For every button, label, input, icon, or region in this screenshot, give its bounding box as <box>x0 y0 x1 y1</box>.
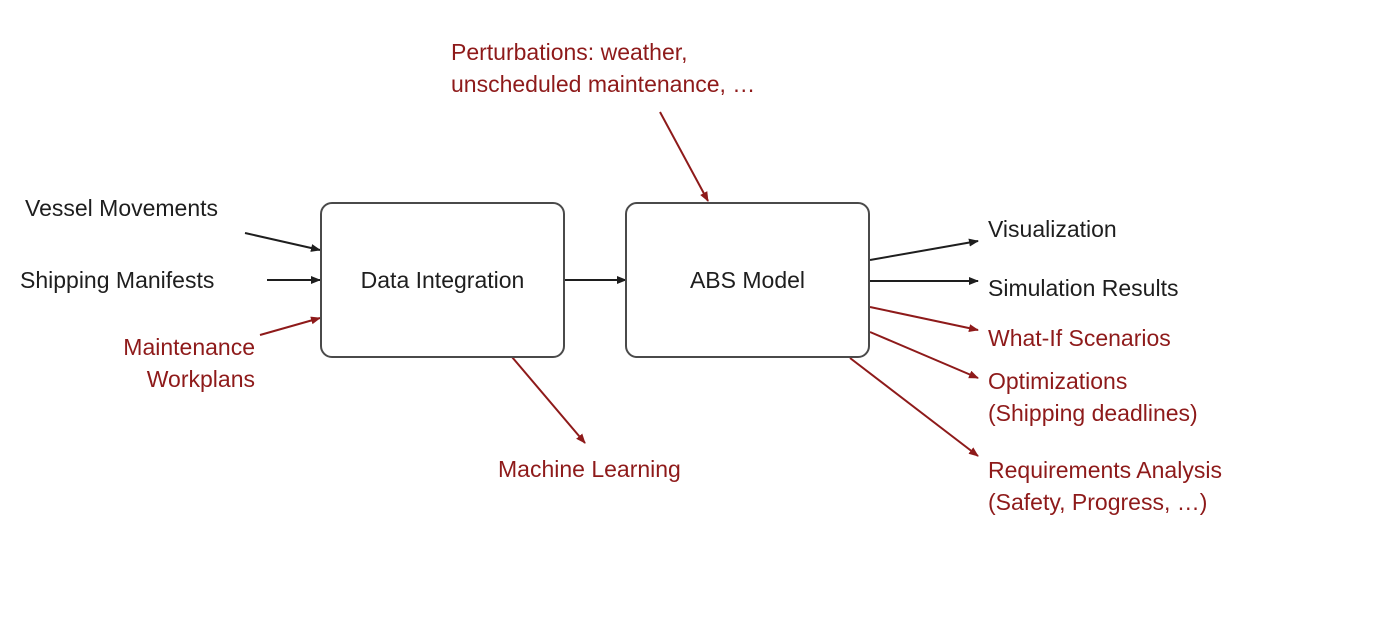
maintenance-line-1: Maintenance <box>123 334 255 360</box>
requirements-line-2: (Safety, Progress, …) <box>988 489 1208 515</box>
optimizations-line-1: Optimizations <box>988 368 1128 394</box>
perturbations-label: Perturbations: weather, unscheduled main… <box>451 36 755 100</box>
arrow-integration-to-ml <box>511 356 586 444</box>
machine-learning-label: Machine Learning <box>498 456 681 482</box>
maintenance-workplans-label: Maintenance Workplans <box>60 331 255 395</box>
perturbations-line-2: unscheduled maintenance, … <box>451 71 756 97</box>
visualization-label: Visualization <box>988 216 1117 242</box>
what-if-scenarios-label: What-If Scenarios <box>988 325 1171 351</box>
simulation-results-label: Simulation Results <box>988 275 1179 301</box>
maintenance-line-2: Workplans <box>146 366 255 392</box>
optimizations-line-2: (Shipping deadlines) <box>988 400 1198 426</box>
abs-model-label: ABS Model <box>689 266 806 293</box>
perturbations-line-1: Perturbations: weather, <box>451 39 688 65</box>
arrow-abs-to-visualization <box>869 238 979 261</box>
requirements-analysis-label: Requirements Analysis (Safety, Progress,… <box>988 454 1222 518</box>
vessel-movements-label: Vessel Movements <box>25 195 219 221</box>
data-integration-label: Data Integration <box>360 266 525 293</box>
optimizations-label: Optimizations (Shipping deadlines) <box>988 365 1198 429</box>
arrow-perturbations-to-abs <box>659 111 709 202</box>
arrow-vessel-to-integration <box>244 232 321 252</box>
abs-model-node: ABS Model <box>625 202 870 358</box>
arrow-abs-to-requirements <box>849 357 979 457</box>
arrow-abs-to-optimizations <box>869 331 979 379</box>
arrow-workplans-to-integration <box>259 316 321 336</box>
arrow-abs-to-whatif <box>869 306 979 333</box>
requirements-line-1: Requirements Analysis <box>988 457 1222 483</box>
data-integration-node: Data Integration <box>320 202 565 358</box>
shipping-manifests-label: Shipping Manifests <box>20 267 215 293</box>
